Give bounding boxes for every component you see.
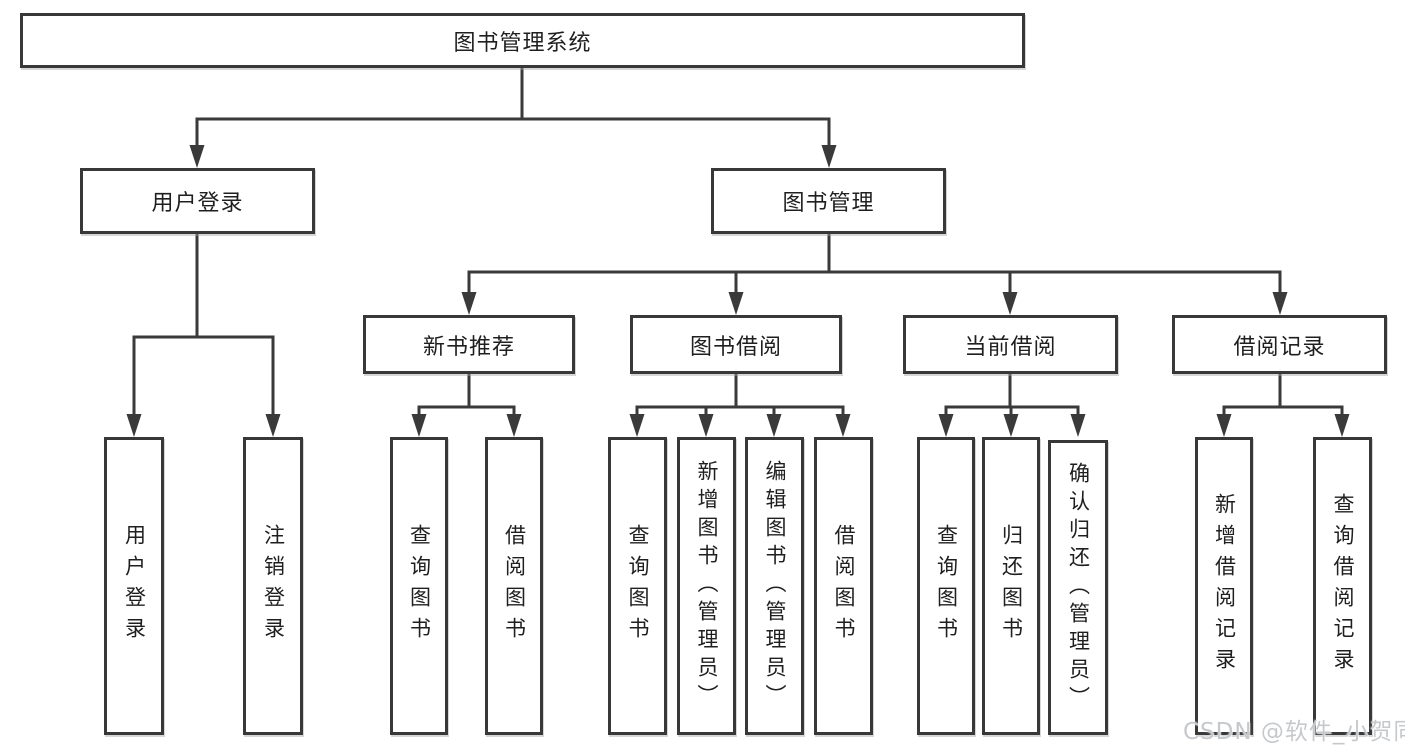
arrowhead-to-br-query-record xyxy=(1334,414,1350,437)
node-user-login: 用户登录 xyxy=(80,168,315,234)
arrowhead-to-bb-edit-book xyxy=(766,414,782,437)
leaf-logout: 注销登录 xyxy=(243,437,303,735)
leaf-user-login: 用户登录 xyxy=(104,437,164,735)
connector-borrow-record-children xyxy=(1222,373,1344,416)
csdn-watermark: CSDN @软件_小贺同学 xyxy=(1183,719,1405,745)
leaf-rec-borrow-book: 借阅图书 xyxy=(485,437,543,735)
connector-book-borrow-children xyxy=(635,373,845,416)
node-current-borrowing: 当前借阅 xyxy=(903,315,1118,374)
leaf-rec-query-book: 查询图书 xyxy=(390,437,448,735)
arrowhead-to-cb-confirm-return xyxy=(1070,414,1086,437)
arrowhead-to-bb-query-book xyxy=(629,414,645,437)
node-book-management: 图书管理 xyxy=(711,168,946,234)
arrowhead-to-book-borrow xyxy=(728,292,744,315)
arrowhead-to-rec-borrow-book xyxy=(506,414,522,437)
connector-book-mgmt-children xyxy=(467,233,1282,294)
arrowhead-to-current-borrow xyxy=(1002,292,1018,315)
leaf-bb-borrow-book: 借阅图书 xyxy=(814,437,873,735)
arrowhead-to-book-mgmt xyxy=(821,145,837,168)
leaf-bb-edit-book-admin: 编辑图书（管理员） xyxy=(745,437,804,735)
arrowhead-to-bb-add-book xyxy=(698,414,714,437)
leaf-bb-query-book: 查询图书 xyxy=(608,437,667,735)
arrowhead-to-leaf-logout xyxy=(265,414,281,437)
arrowhead-to-borrow-record xyxy=(1272,292,1288,315)
arrowhead-to-br-add-record xyxy=(1216,414,1232,437)
arrowhead-to-rec-query-book xyxy=(411,414,427,437)
connector-user-login-children xyxy=(132,233,275,416)
arrowhead-to-user-login xyxy=(189,145,205,168)
arrowhead-to-new-book-rec xyxy=(461,292,477,315)
node-library-management-system: 图书管理系统 xyxy=(20,13,1025,68)
arrowhead-to-bb-borrow-book xyxy=(835,414,851,437)
arrowhead-to-leaf-user-login xyxy=(126,414,142,437)
leaf-bb-add-book-admin: 新增图书（管理员） xyxy=(677,437,736,735)
arrowhead-to-cb-query-book xyxy=(938,414,954,437)
leaf-br-add-record: 新增借阅记录 xyxy=(1195,437,1253,735)
node-borrowing-records: 借阅记录 xyxy=(1172,315,1387,374)
leaf-cb-query-book: 查询图书 xyxy=(917,437,975,735)
connector-root-children xyxy=(195,68,831,146)
node-new-book-recommendation: 新书推荐 xyxy=(363,315,575,374)
connector-new-book-rec-children xyxy=(417,373,516,416)
leaf-cb-confirm-return-admin: 确认归还（管理员） xyxy=(1048,440,1108,735)
leaf-cb-return-book: 归还图书 xyxy=(982,437,1040,735)
arrowhead-to-cb-return-book xyxy=(1003,414,1019,437)
connector-current-borrow-children xyxy=(944,373,1080,416)
leaf-br-query-record: 查询借阅记录 xyxy=(1313,437,1372,735)
node-book-borrowing: 图书借阅 xyxy=(630,315,842,374)
